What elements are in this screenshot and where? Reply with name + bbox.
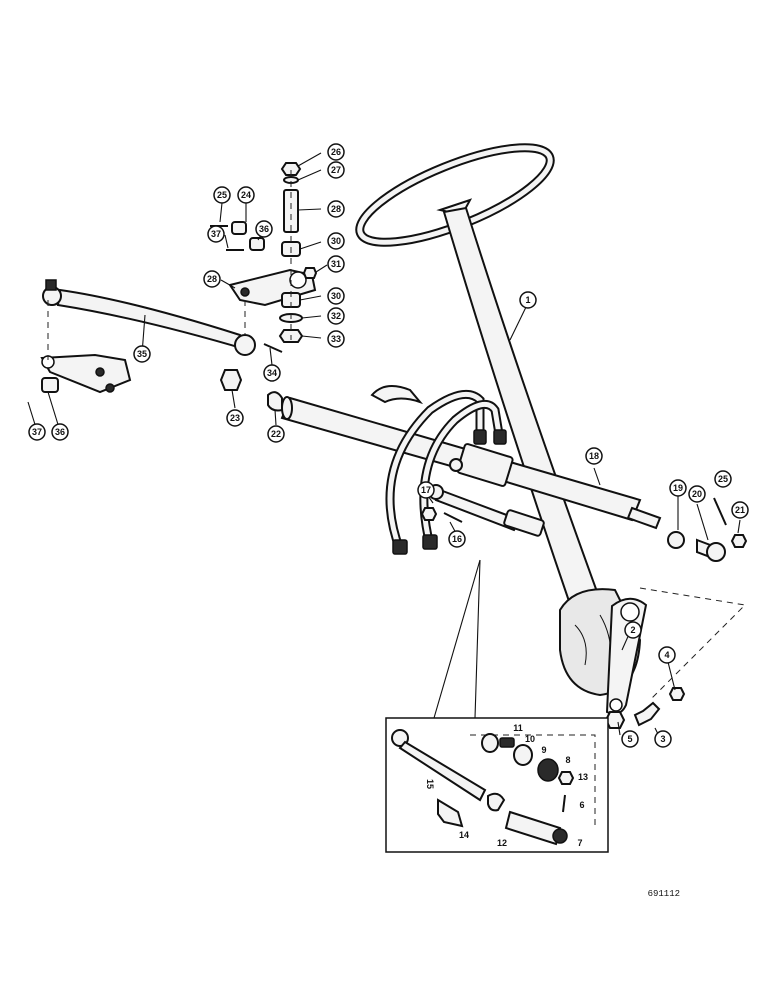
callout-33: 33	[327, 330, 345, 348]
svg-text:3: 3	[660, 734, 665, 744]
inset-dashed-guide	[470, 734, 596, 830]
svg-text:4: 4	[664, 650, 669, 660]
callout-16: 16	[448, 530, 466, 548]
svg-text:26: 26	[331, 147, 341, 157]
callout-31: 31	[327, 255, 345, 273]
callout-22: 22	[267, 425, 285, 443]
svg-text:37: 37	[211, 229, 221, 239]
callouts: 1 2 3 4 5 16 17 18 19 20 21 25 22 23 24 …	[28, 143, 749, 748]
inset-leader-left	[433, 559, 481, 719]
svg-text:30: 30	[331, 291, 341, 301]
callout-3: 3	[654, 730, 672, 748]
callout-35: 35	[133, 345, 151, 363]
pitman-arm	[605, 597, 648, 715]
svg-text:18: 18	[589, 451, 599, 461]
inset-label-12: 12	[497, 838, 507, 848]
steering-arm-lower	[40, 353, 132, 394]
svg-text:25: 25	[217, 190, 227, 200]
callout-37-bottom: 37	[28, 423, 46, 441]
svg-text:33: 33	[331, 334, 341, 344]
callout-25-left: 25	[213, 186, 231, 204]
svg-text:17: 17	[421, 485, 431, 495]
svg-text:32: 32	[331, 311, 341, 321]
callout-23: 23	[226, 409, 244, 427]
inset-numbers: 11 10 9 8 13 6 7 14 12 15	[425, 723, 588, 848]
callout-18: 18	[585, 447, 603, 465]
callout-26: 26	[327, 143, 345, 161]
callout-30-bottom: 30	[327, 287, 345, 305]
inset-label-11: 11	[513, 723, 523, 733]
callout-34: 34	[263, 364, 281, 382]
svg-text:5: 5	[627, 734, 632, 744]
valve-rod-assembly	[420, 484, 545, 537]
svg-text:16: 16	[452, 534, 462, 544]
callout-28-top: 28	[327, 200, 345, 218]
inset-label-9: 9	[541, 745, 546, 755]
svg-text:2: 2	[630, 625, 635, 635]
svg-text:28: 28	[207, 274, 217, 284]
svg-text:31: 31	[331, 259, 341, 269]
inset-label-6: 6	[579, 800, 584, 810]
svg-text:36: 36	[259, 224, 269, 234]
callout-30-top: 30	[327, 232, 345, 250]
svg-text:24: 24	[241, 190, 251, 200]
drag-link	[42, 279, 256, 356]
svg-text:28: 28	[331, 204, 341, 214]
callout-17: 17	[417, 481, 435, 499]
svg-text:20: 20	[692, 489, 702, 499]
callout-36-bottom: 36	[51, 423, 69, 441]
callout-24: 24	[237, 186, 255, 204]
inset-label-8: 8	[565, 755, 570, 765]
figure-reference-number: 691112	[648, 889, 680, 899]
callout-19: 19	[669, 479, 687, 497]
svg-text:22: 22	[271, 429, 281, 439]
svg-text:37: 37	[32, 427, 42, 437]
svg-text:30: 30	[331, 236, 341, 246]
cylinder-ball-joint	[667, 497, 748, 562]
inset-leader-right	[474, 559, 481, 719]
callout-28-arm: 28	[203, 270, 221, 288]
svg-text:21: 21	[735, 505, 745, 515]
hydraulic-cylinder	[280, 396, 662, 530]
callout-32: 32	[327, 307, 345, 325]
inset-label-15: 15	[425, 779, 435, 789]
svg-text:36: 36	[55, 427, 65, 437]
kingpin-stack	[278, 162, 318, 343]
pitman-hardware	[604, 687, 686, 729]
callout-5: 5	[621, 730, 639, 748]
svg-text:25: 25	[718, 474, 728, 484]
callout-4: 4	[658, 646, 676, 664]
svg-text:23: 23	[230, 413, 240, 423]
callout-37-top: 37	[207, 225, 225, 243]
svg-text:35: 35	[137, 349, 147, 359]
inset-label-13: 13	[578, 772, 588, 782]
callout-2: 2	[624, 621, 642, 639]
callout-25-right: 25	[714, 470, 732, 488]
callout-1: 1	[519, 291, 537, 309]
inset-label-14: 14	[459, 830, 469, 840]
tie-rod-end	[219, 343, 283, 412]
svg-text:1: 1	[525, 295, 530, 305]
inset-label-7: 7	[577, 838, 582, 848]
svg-text:27: 27	[331, 165, 341, 175]
hose-clamp	[370, 385, 424, 405]
pitman-arm-dashed-guide	[639, 587, 747, 701]
svg-text:34: 34	[267, 368, 277, 378]
inset-parts	[391, 729, 575, 846]
inset-label-10: 10	[525, 734, 535, 744]
leader-lines	[27, 152, 741, 739]
callout-21: 21	[731, 501, 749, 519]
hydraulic-hoses	[385, 389, 507, 555]
svg-text:19: 19	[673, 483, 683, 493]
callout-36-top: 36	[255, 220, 273, 238]
callout-27: 27	[327, 161, 345, 179]
callout-20: 20	[688, 485, 706, 503]
